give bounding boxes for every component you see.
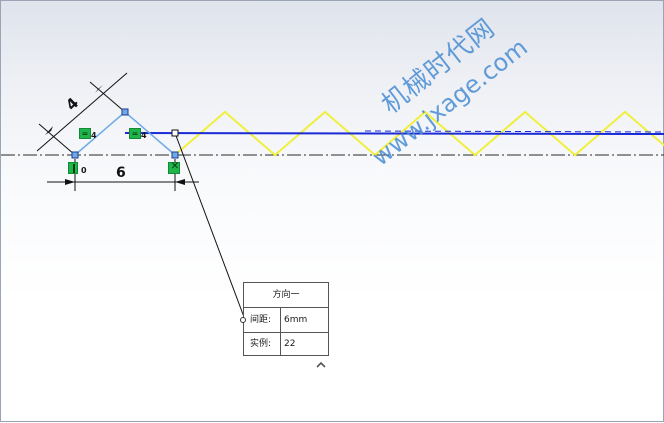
equal-sign-glyph: = [81, 129, 89, 138]
fixed-relation-icon[interactable]: ✕ [168, 162, 180, 174]
dim-ext-line-2 [89, 81, 126, 113]
grip-handle-icon[interactable] [240, 317, 246, 323]
pattern-callout-panel[interactable]: 方向一 间距: 6mm 实例: 22 [240, 282, 329, 356]
relation-subscript: 4 [91, 131, 97, 140]
relation-subscript: 0 [81, 166, 87, 175]
spacing-label: 间距: [250, 315, 272, 325]
spacing-row[interactable]: 间距: 6mm [240, 308, 328, 333]
dim-line-diagonal[interactable] [36, 72, 128, 152]
sketch-line-left[interactable] [74, 111, 126, 156]
dim-arrow-horizontal-2 [175, 179, 185, 185]
pattern-preview-zigzag [174, 110, 664, 157]
dim-arrow-diagonal-2 [95, 85, 103, 93]
row-separator [280, 332, 281, 356]
equal-sign-glyph: = [131, 129, 139, 138]
instances-label: 实例: [250, 339, 272, 349]
sketch-point-selected[interactable] [171, 129, 179, 137]
fixed-x-glyph: ✕ [170, 161, 180, 172]
chevron-up-icon[interactable] [314, 359, 328, 371]
row-separator [280, 308, 281, 332]
sketch-point[interactable] [121, 108, 129, 116]
dim-arrow-horizontal-1 [65, 179, 75, 185]
construction-line-dash [364, 130, 664, 133]
instances-value[interactable]: 22 [284, 339, 296, 349]
dim-arrow-diagonal-1 [45, 126, 53, 135]
dim-ext-line-1 [38, 123, 76, 156]
sketch-line-right[interactable] [124, 111, 176, 156]
dimension-horizontal-value[interactable]: 6 [116, 165, 126, 181]
callout-leader [174, 132, 245, 318]
sketch-point[interactable] [171, 151, 179, 159]
panel-title: 方向一 [244, 283, 328, 308]
construction-line[interactable] [124, 132, 664, 135]
equal-relation-icon[interactable]: = 4 [79, 128, 97, 140]
equal-relation-icon[interactable]: = 4 [129, 128, 147, 140]
instances-row[interactable]: 实例: 22 [244, 332, 328, 356]
relation-subscript: 4 [141, 131, 147, 140]
vertical-bar-glyph [73, 164, 75, 173]
vertical-relation-icon[interactable]: 0 [68, 162, 87, 175]
sketch-point[interactable] [71, 151, 79, 159]
spacing-value[interactable]: 6mm [284, 315, 308, 325]
